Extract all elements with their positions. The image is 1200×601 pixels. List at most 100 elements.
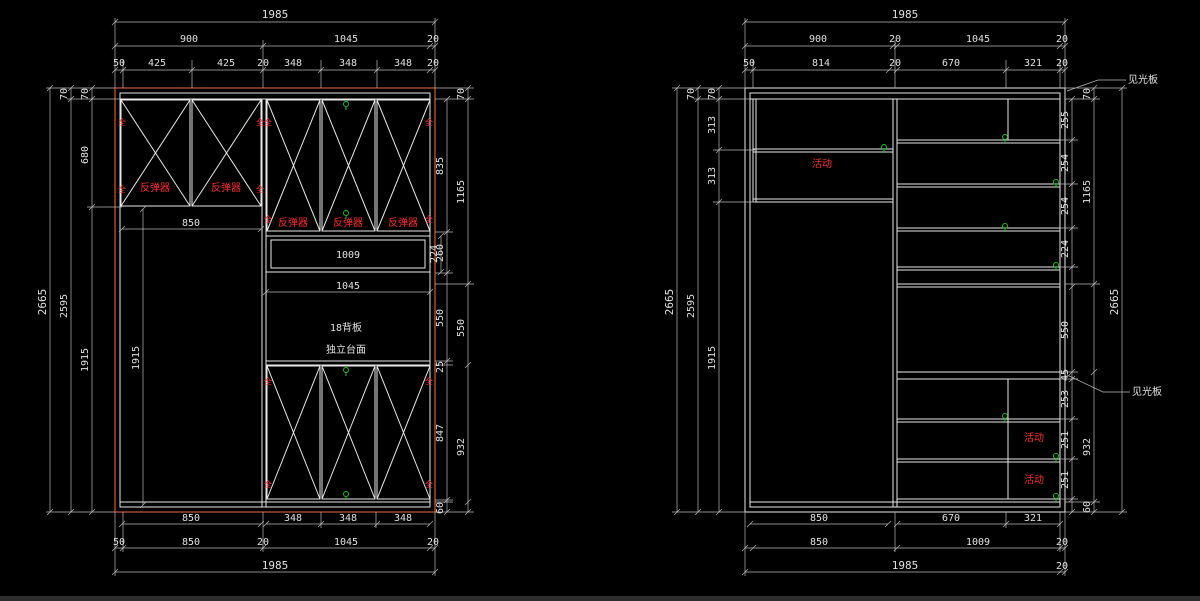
- hinge-mark-label: 全: [256, 184, 264, 194]
- dim-label: 2595: [59, 294, 70, 318]
- dim-label: 850: [182, 537, 200, 548]
- dim-label: 20: [1056, 537, 1068, 548]
- dim-label: 20: [889, 58, 901, 69]
- dim-label: 20: [427, 58, 439, 69]
- dim-label: 70: [59, 88, 70, 100]
- dim-label: 348: [284, 513, 302, 524]
- dim-label: 348: [394, 58, 412, 69]
- dim-label: 260: [435, 244, 446, 262]
- dim-label: 20: [1056, 561, 1068, 572]
- hardware-dot-icon: [343, 101, 349, 500]
- dim-label: 1045: [334, 537, 358, 548]
- hinge-mark-label: 全: [256, 117, 264, 127]
- rebound-device-label: 反弹器: [140, 181, 170, 194]
- dim-label: 25: [435, 361, 446, 373]
- dim-label: 1985: [262, 559, 289, 572]
- dim-label: 348: [339, 58, 357, 69]
- dim-label: 2665: [1108, 289, 1121, 316]
- left-elevation-view: 1985 900 1045 20 50 425 425 20 348 348 3…: [36, 8, 474, 576]
- dimension-lines-bottom: [741, 512, 1069, 576]
- dimension-lines-inner: [118, 225, 434, 296]
- cabinet-structure-lines: [119, 92, 431, 508]
- dim-label: 70: [707, 88, 718, 100]
- dim-label: 20: [1056, 58, 1068, 69]
- dim-label: 2665: [36, 289, 49, 316]
- rebound-device-label: 反弹器: [278, 216, 308, 229]
- dim-label: 60: [435, 502, 446, 514]
- dim-label: 20: [427, 537, 439, 548]
- dim-label: 1045: [334, 34, 358, 45]
- rebound-device-label: 反弹器: [211, 181, 241, 194]
- dimension-lines-right: [435, 84, 474, 516]
- dim-label: 224: [429, 245, 440, 263]
- dim-label: 1985: [892, 8, 919, 21]
- dim-label: 900: [180, 34, 198, 45]
- dim-label: 900: [809, 34, 827, 45]
- dim-label: 321: [1024, 513, 1042, 524]
- window-bottom-edge: [0, 596, 1200, 601]
- dim-label: 425: [217, 58, 235, 69]
- dim-label: 1915: [131, 346, 142, 370]
- dim-label: 670: [942, 58, 960, 69]
- dim-label: 814: [812, 58, 830, 69]
- dimension-lines-right: [1060, 79, 1130, 516]
- dim-label: 1165: [1082, 180, 1093, 204]
- dimension-lines-left: [46, 84, 147, 516]
- dim-label: 313: [707, 116, 718, 134]
- countertop-label: 独立台面: [326, 343, 366, 356]
- dim-label: 1165: [456, 180, 467, 204]
- dim-label: 425: [148, 58, 166, 69]
- dim-label: 1009: [336, 250, 360, 261]
- hardware-dot-icon: [881, 134, 1059, 502]
- dim-label: 348: [394, 513, 412, 524]
- dimension-lines-top: [741, 18, 1069, 88]
- dim-label: 850: [810, 513, 828, 524]
- dim-label: 835: [435, 157, 446, 175]
- movable-shelf-label: 活动: [812, 158, 832, 170]
- hinge-mark-label: 全: [264, 376, 272, 386]
- backboard-label: 18背板: [330, 321, 362, 334]
- dimension-lines-left: [672, 84, 755, 516]
- door-panels-with-cross: [120, 99, 431, 500]
- dim-label: 850: [810, 537, 828, 548]
- right-elevation-view: 1985 900 20 1045 20 50 814 20 670 321 20…: [663, 8, 1162, 576]
- rebound-device-label: 反弹器: [333, 216, 363, 229]
- dim-label: 1915: [707, 346, 718, 370]
- dim-label: 1045: [966, 34, 990, 45]
- movable-shelf-label: 活动: [1024, 474, 1044, 486]
- hinge-mark-label: 全: [264, 117, 272, 127]
- sight-panel-label: 见光板: [1128, 73, 1158, 86]
- dim-label: 348: [339, 513, 357, 524]
- dim-label: 550: [435, 309, 446, 327]
- hinge-mark-label: 全: [118, 184, 126, 194]
- dim-label: 847: [435, 424, 446, 442]
- dim-label: 253: [1060, 390, 1071, 408]
- hinge-mark-label: 全: [264, 214, 272, 224]
- cabinet-outer-frame: [114, 87, 436, 513]
- dim-label: 70: [686, 88, 697, 100]
- dim-label: 20: [1056, 34, 1068, 45]
- dim-label: 850: [182, 218, 200, 229]
- dim-label: 50: [113, 58, 125, 69]
- dimension-lines-top: [111, 18, 439, 88]
- dim-label: 850: [182, 513, 200, 524]
- dim-label: 50: [743, 58, 755, 69]
- dim-label: 2595: [686, 294, 697, 318]
- sight-panel-label: 见光板: [1132, 385, 1162, 398]
- hinge-mark-label: 全: [425, 376, 433, 386]
- dim-label: 1009: [966, 537, 990, 548]
- dim-label: 1045: [336, 281, 360, 292]
- movable-shelf-label: 活动: [1024, 432, 1044, 444]
- dim-label: 70: [456, 88, 467, 100]
- dimension-lines-bottom: [111, 512, 439, 576]
- dim-label: 2665: [663, 289, 676, 316]
- dim-label: 45: [1060, 369, 1071, 381]
- dim-label: 70: [1082, 88, 1093, 100]
- rebound-device-label: 反弹器: [388, 216, 418, 229]
- dim-label: 1985: [262, 8, 289, 21]
- dim-label: 60: [1082, 501, 1093, 513]
- hinge-mark-label: 全: [425, 479, 433, 489]
- dim-label: 670: [942, 513, 960, 524]
